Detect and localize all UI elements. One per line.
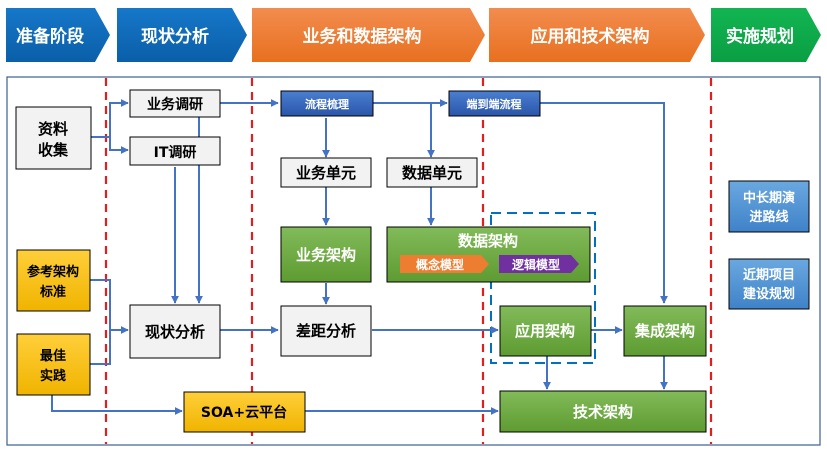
- box-business-arch: 业务架构: [280, 226, 372, 283]
- box-business-research: 业务调研: [129, 89, 221, 118]
- box-material-collection: 资料收集: [15, 106, 92, 170]
- line: 中长期演: [743, 190, 795, 206]
- phase-app-tech-arch: 应用和技术架构: [489, 8, 705, 62]
- connector-ref-best: [90, 279, 111, 365]
- box-business-arch-label: 业务架构: [296, 246, 356, 264]
- box-business-research-label: 业务调研: [147, 96, 203, 113]
- app-arch-group: [490, 212, 596, 364]
- phase-current-analysis-label: 现状分析: [141, 26, 209, 47]
- connectors: [51, 99, 668, 415]
- logic-model-tag: 逻辑模型: [499, 255, 579, 273]
- box-integration-arch: 集成架构: [623, 305, 707, 357]
- phase-implementation-label: 实施规划: [726, 26, 794, 47]
- box-soa-cloud-label: SOA+云平台: [201, 404, 287, 421]
- logic-model-label: 逻辑模型: [512, 257, 560, 272]
- line: 参考架构: [27, 264, 79, 280]
- line: 资料: [38, 120, 68, 138]
- line: 近期项目: [743, 267, 795, 283]
- line: 最佳: [40, 348, 66, 364]
- box-tech-arch: 技术架构: [499, 390, 707, 433]
- box-material-collection-label: 资料收集: [38, 120, 69, 159]
- box-app-arch: 应用架构: [499, 305, 592, 357]
- box-data-arch: 数据架构 概念模型 逻辑模型: [386, 226, 591, 283]
- box-end-to-end: 端到端流程: [448, 90, 541, 117]
- box-current-analysis: 现状分析: [129, 304, 221, 359]
- box-it-research-label: IT调研: [154, 145, 197, 161]
- concept-model-tag: 概念模型: [400, 255, 489, 273]
- box-reference-arch-label: 参考架构标准: [27, 264, 79, 300]
- connector-best-soa: [51, 394, 183, 415]
- box-app-arch-label: 应用架构: [515, 322, 575, 340]
- phase-prepare: 准备阶段: [6, 8, 110, 62]
- line: 进路线: [749, 209, 788, 225]
- box-business-unit-label: 业务单元: [296, 164, 356, 182]
- box-gap-analysis: 差距分析: [280, 305, 372, 357]
- line: 标准: [39, 284, 66, 300]
- box-it-research: IT调研: [129, 136, 221, 166]
- concept-model-label: 概念模型: [416, 257, 464, 272]
- box-roadmap-label: 中长期演进路线: [743, 190, 795, 225]
- box-current-analysis-label: 现状分析: [145, 323, 205, 341]
- box-process-review-label: 流程梳理: [305, 97, 349, 111]
- phase-current-analysis: 现状分析: [117, 8, 247, 62]
- box-data-arch-label: 数据架构: [458, 232, 518, 250]
- box-integration-arch-label: 集成架构: [634, 322, 695, 340]
- phase-prepare-label: 准备阶段: [16, 26, 84, 47]
- diagram-frame: [6, 76, 821, 446]
- phase-implementation: 实施规划: [711, 8, 821, 62]
- phase-bar: 准备阶段 现状分析 业务和数据架构 应用和技术架构 实施规划: [6, 8, 821, 62]
- box-best-practice: 最佳实践: [16, 333, 91, 396]
- phase-app-tech-arch-label: 应用和技术架构: [531, 26, 650, 47]
- box-roadmap: 中长期演进路线: [728, 180, 810, 233]
- connector-e2e-integration: [540, 102, 668, 304]
- box-soa-cloud: SOA+云平台: [183, 391, 306, 433]
- line: 收集: [38, 141, 69, 159]
- box-gap-analysis-label: 差距分析: [296, 322, 356, 340]
- box-business-unit: 业务单元: [280, 157, 372, 188]
- connector-collect-business: [91, 99, 129, 138]
- box-reference-arch: 参考架构标准: [16, 249, 91, 312]
- box-near-term-label: 近期项目建设规划: [743, 267, 795, 302]
- box-near-term: 近期项目建设规划: [728, 258, 810, 310]
- box-end-to-end-label: 端到端流程: [467, 97, 522, 111]
- line: 实践: [40, 368, 66, 384]
- box-data-unit: 数据单元: [386, 157, 478, 188]
- box-tech-arch-label: 技术架构: [573, 403, 633, 421]
- line: 建设规划: [743, 286, 795, 302]
- box-best-practice-label: 最佳实践: [40, 348, 66, 384]
- phase-business-data-arch-label: 业务和数据架构: [303, 26, 422, 47]
- box-data-unit-label: 数据单元: [402, 164, 462, 182]
- connector-collect-it: [109, 137, 129, 154]
- box-process-review: 流程梳理: [280, 90, 374, 117]
- phase-business-data-arch: 业务和数据架构: [252, 8, 485, 62]
